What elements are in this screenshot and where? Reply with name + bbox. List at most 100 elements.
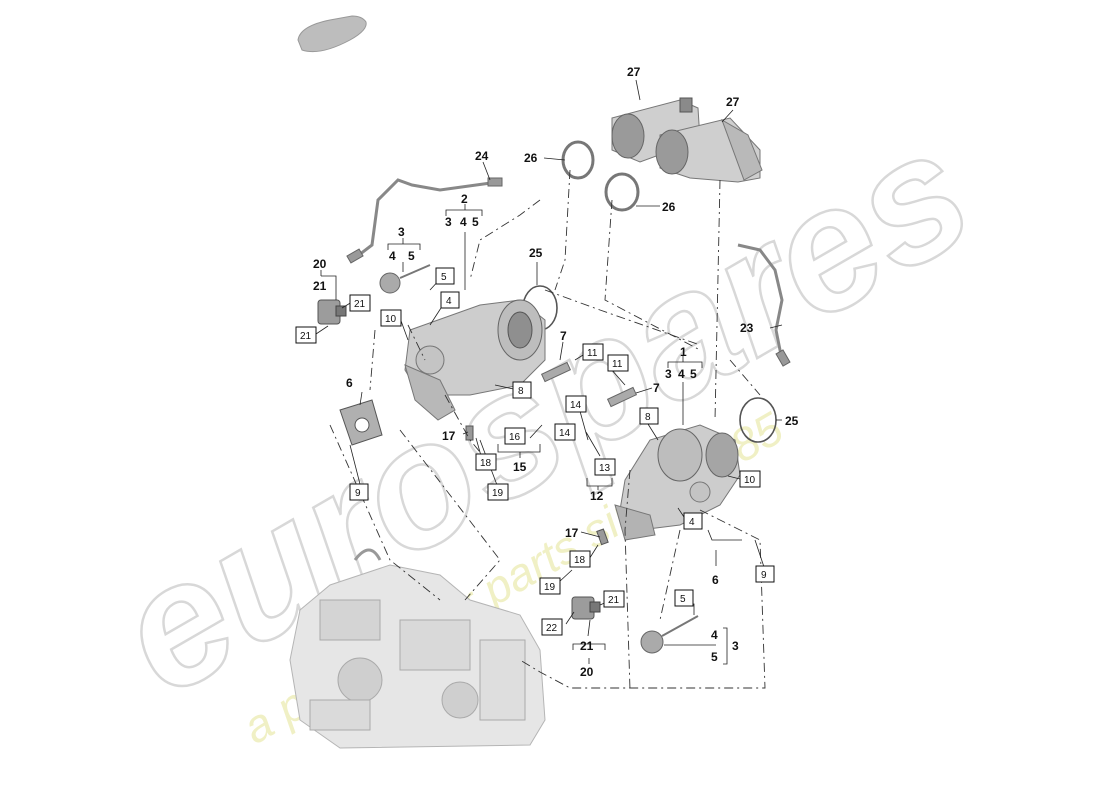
box-callout-5: 5 [674,589,694,607]
callout-4: 4 [678,367,685,381]
callout-7: 7 [560,329,567,343]
wastegate-actuator-lower [640,615,699,654]
clamp-lower [604,172,640,212]
callout-4: 4 [460,215,467,229]
oxygen-sensor-upper [346,177,503,264]
oxygen-sensor-lower [737,243,791,367]
box-callout-18: 18 [475,453,497,471]
svg-text:5: 5 [441,272,447,283]
svg-text:4: 4 [689,517,695,528]
callout-17: 17 [442,429,456,443]
callout-4: 4 [389,249,396,263]
callout-15: 15 [513,460,527,474]
svg-text:19: 19 [544,582,556,593]
svg-text:10: 10 [744,475,756,486]
callout-26: 26 [662,200,676,214]
svg-text:18: 18 [574,555,586,566]
box-callout-4: 4 [440,291,460,309]
box-callout-4: 4 [683,512,703,530]
svg-text:13: 13 [599,463,611,474]
valve-lower [571,596,601,620]
svg-text:4: 4 [446,296,452,307]
box-callout-22: 22 [541,618,563,636]
box-callout-8: 8 [512,381,532,399]
callout-5: 5 [711,650,718,664]
callout-26: 26 [524,151,538,165]
callout-17: 17 [565,526,579,540]
svg-text:21: 21 [300,331,312,342]
car-model-icon [297,15,367,53]
callout-3: 3 [665,367,672,381]
svg-text:11: 11 [612,359,623,370]
box-callout-13: 13 [594,458,616,476]
oil-line-lower [606,386,638,408]
callout-21: 21 [313,279,327,293]
watermark-brand: eurospares [87,92,1002,733]
box-callout-19: 19 [487,483,509,501]
svg-text:10: 10 [385,314,397,325]
box-callout-18: 18 [569,550,591,568]
turbocharger-left [404,299,546,421]
turbocharger-right [614,424,741,541]
box-callout-21: 21 [603,590,625,608]
box-callout-14: 14 [554,423,576,441]
callout-3: 3 [732,639,739,653]
callout-7: 7 [653,381,660,395]
callout-5: 5 [472,215,479,229]
svg-text:9: 9 [355,488,361,499]
callout-27: 27 [627,65,641,79]
catalytic-converter-right [655,117,763,183]
banjo-bolt-upper [465,425,474,441]
callout-12: 12 [590,489,604,503]
valve-upper [317,299,347,325]
engine-block [289,548,546,749]
box-callout-21: 21 [295,326,317,344]
callout-3: 3 [445,215,452,229]
box-callout-10: 10 [380,309,402,327]
clamp-upper [561,140,595,180]
callout-6: 6 [712,573,719,587]
callout-2: 2 [461,192,468,206]
callout-23: 23 [740,321,754,335]
box-callout-8: 8 [639,407,659,425]
svg-text:21: 21 [608,595,620,606]
svg-text:8: 8 [645,412,651,423]
callout-5: 5 [690,367,697,381]
svg-text:19: 19 [492,488,504,499]
callout-4: 4 [711,628,718,642]
box-callout-9: 9 [755,565,775,583]
callout-25: 25 [529,246,543,260]
callout-21: 21 [580,639,594,653]
gasket-plate [339,399,383,446]
callout-20: 20 [313,257,327,271]
boxed-callouts: 5 4 21 21 10 11 11 8 8 14 14 16 13 18 19… [295,267,775,636]
box-callout-11: 11 [582,343,604,361]
box-callout-11: 11 [607,354,629,372]
svg-text:9: 9 [761,570,767,581]
callout-25: 25 [785,414,799,428]
svg-text:21: 21 [354,299,366,310]
svg-text:11: 11 [587,348,598,359]
callout-3: 3 [398,225,405,239]
svg-text:8: 8 [518,386,524,397]
banjo-bolt-lower [596,528,609,546]
watermark: eurospares a passion for parts since 198… [85,91,1002,754]
wastegate-actuator-upper [379,264,431,294]
svg-text:16: 16 [509,432,521,443]
callout-6: 6 [346,376,353,390]
svg-text:14: 14 [570,400,582,411]
callout-numbers: 1 2 3 3 3 4 5 4 5 3 4 5 4 5 6 6 7 7 12 1… [313,65,799,679]
oil-line-upper [540,361,572,383]
box-callout-5: 5 [435,267,455,285]
box-callout-9: 9 [349,483,369,501]
callout-1: 1 [680,345,687,359]
box-callout-21: 21 [349,294,371,312]
box-callout-10: 10 [739,470,761,488]
callout-24: 24 [475,149,489,163]
svg-text:18: 18 [480,458,492,469]
box-callout-19: 19 [539,577,561,595]
svg-text:22: 22 [546,623,558,634]
svg-text:14: 14 [559,428,571,439]
box-callout-16: 16 [504,427,526,445]
